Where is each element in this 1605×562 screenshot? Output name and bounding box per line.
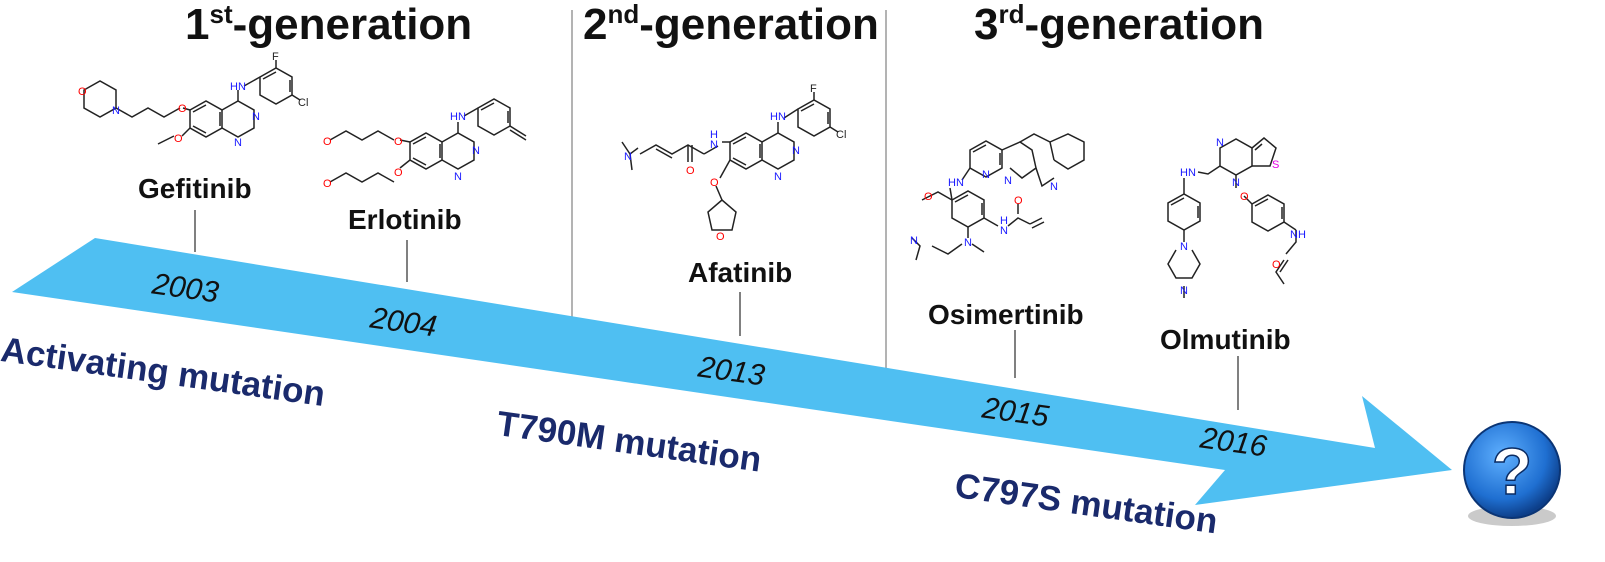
atom-label: NH [1290,229,1306,241]
atom-label: N [252,111,260,123]
atom-label: N [982,169,990,181]
drug-name-osimertinib: Osimertinib [928,299,1084,330]
atom-label: N [234,137,242,149]
gefitinib-structure: O N O O HN F Cl N N [78,51,308,149]
erlotinib-structure: O O O O HN N N [323,98,527,190]
atom-label: HN [948,177,964,189]
drug-name-erlotinib: Erlotinib [348,204,462,235]
atom-label: N [964,237,972,249]
question-glyph: ? [1492,434,1532,508]
atom-label: O [323,136,332,148]
drug-name-olmutinib: Olmutinib [1160,324,1291,355]
atom-label: N [454,171,462,183]
question-mark-icon: ? [1463,421,1561,526]
atom-label: H [1000,215,1008,227]
atom-label: N [624,151,632,163]
atom-label: Cl [298,97,308,109]
atom-label: O [924,191,933,203]
atom-label: N [472,145,480,157]
atom-label: N [1180,241,1188,253]
atom-label: N [112,105,120,117]
drug-name-gefitinib: Gefitinib [138,173,252,204]
question-disc [1463,421,1561,519]
generation-title-3: 3rd-generation [974,0,1265,49]
atom-label: HN [770,111,786,123]
atom-label: N [710,139,718,151]
atom-label: N [1216,137,1224,149]
atom-label: N [910,235,918,247]
atom-label: H [710,129,718,141]
atom-label: N [1004,175,1012,187]
atom-label: HN [450,111,466,123]
atom-label: N [774,171,782,183]
atom-label: N [1050,181,1058,193]
atom-label: O [1272,259,1281,271]
atom-label: O [686,165,695,177]
atom-label: O [323,178,332,190]
atom-label: O [710,177,719,189]
atom-label: O [394,136,403,148]
atom-label: O [1014,195,1023,207]
arrow-shape [12,238,1452,505]
atom-label: Cl [836,129,846,141]
atom-label: N [1232,177,1240,189]
drug-name-afatinib: Afatinib [688,257,793,288]
atom-label: O [178,103,187,115]
olmutinib-structure: N N S HN O N N NH O [1167,137,1306,298]
atom-label: N [1000,225,1008,237]
atom-label: O [78,86,87,98]
atom-label: O [716,231,725,243]
atom-label: O [174,133,183,145]
atom-label: F [272,51,279,63]
atom-label: O [1240,191,1249,203]
atom-label: HN [230,81,246,93]
atom-label: O [394,167,403,179]
atom-label: F [810,83,817,95]
generation-title-1: 1st-generation [185,0,473,49]
atom-label: S [1272,159,1279,171]
generation-title-2: 2nd-generation [583,0,879,49]
atom-label: N [1180,285,1188,297]
atom-label: N [792,145,800,157]
afatinib-structure: N H N O O O HN F Cl N N [621,83,846,243]
osimertinib-structure: N N HN O H N O N N N [910,133,1085,261]
atom-label: HN [1180,167,1196,179]
